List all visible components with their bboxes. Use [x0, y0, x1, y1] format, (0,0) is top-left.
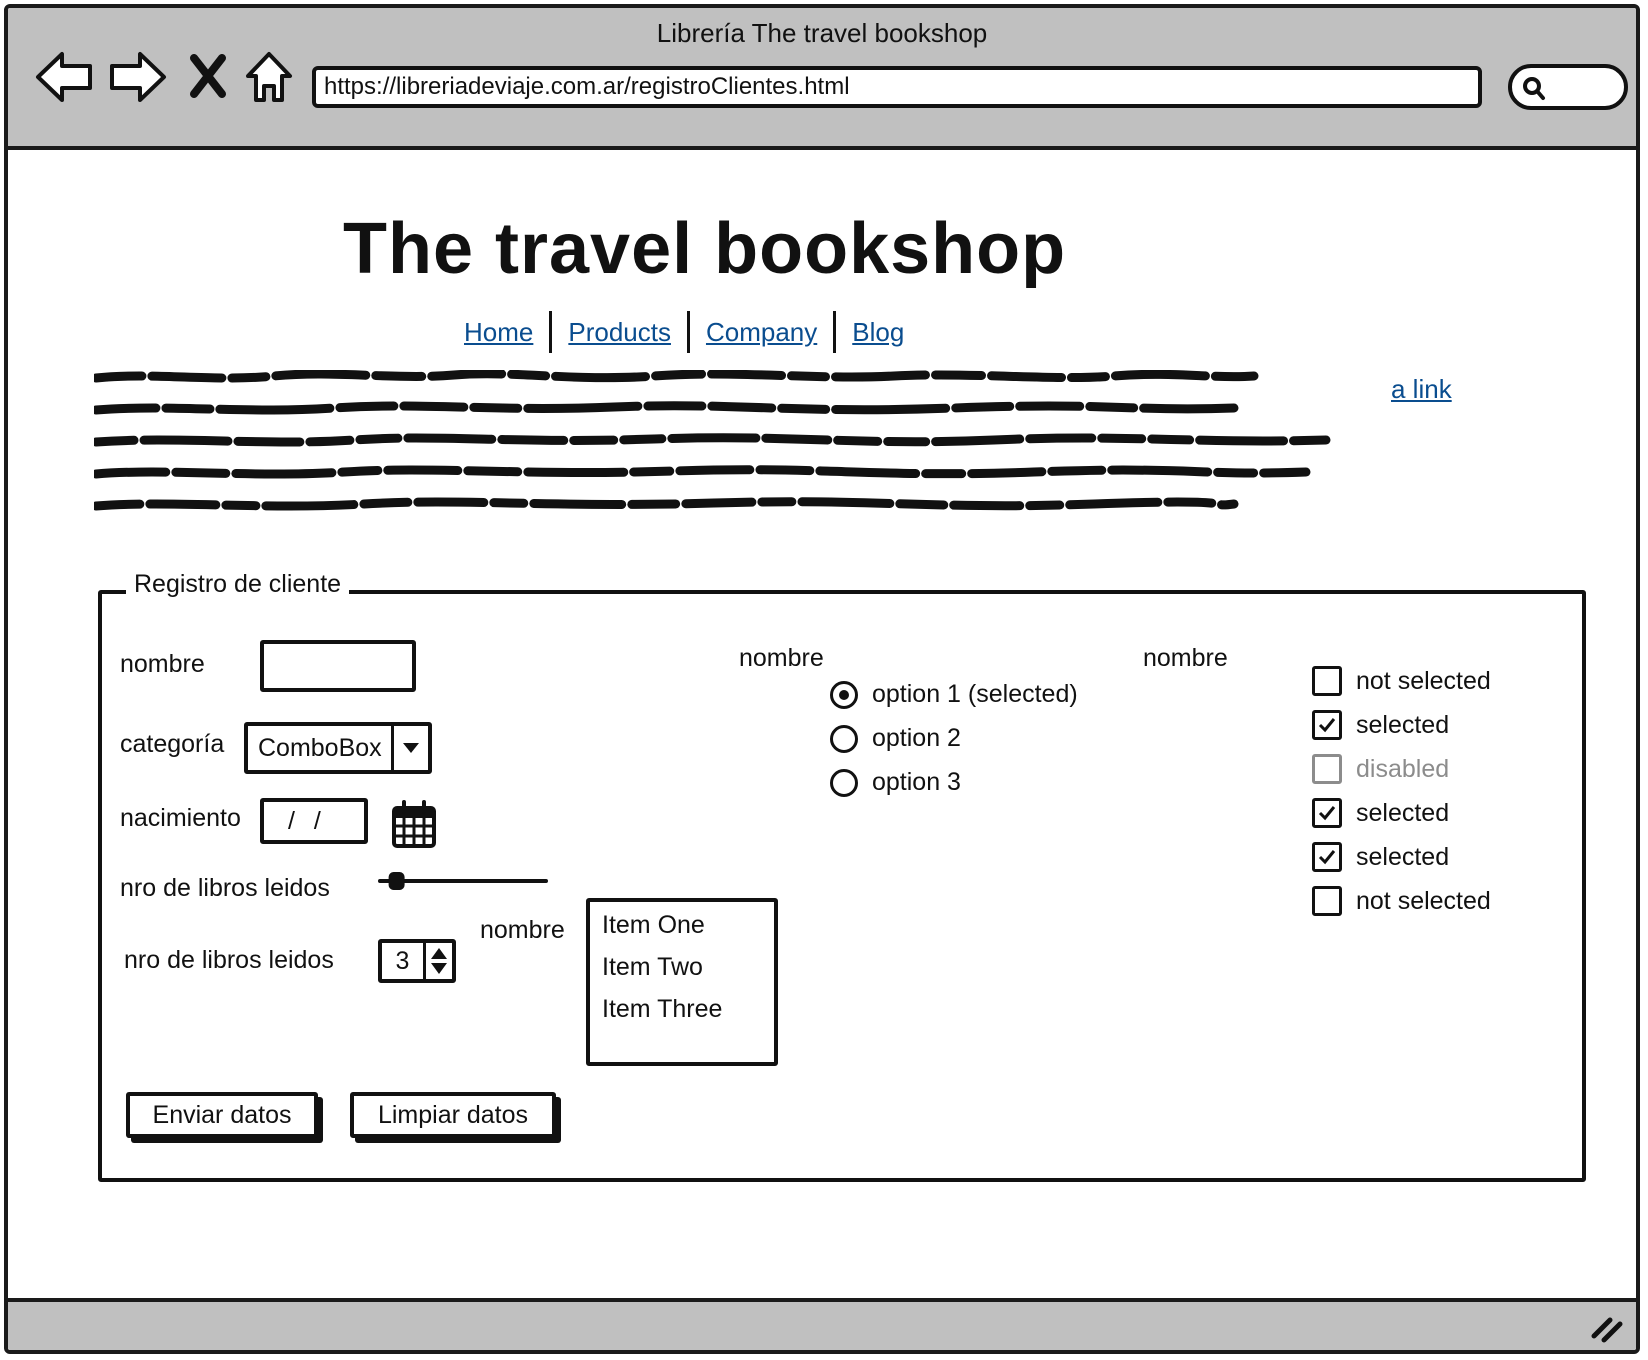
chevron-down-icon — [403, 743, 419, 753]
home-icon[interactable] — [244, 48, 294, 108]
radio-option-2[interactable]: option 2 — [830, 724, 961, 753]
close-icon[interactable] — [188, 54, 228, 98]
checkbox[interactable] — [1312, 842, 1342, 872]
list-item[interactable]: Item Two — [602, 953, 703, 981]
checkbox-label: selected — [1356, 842, 1450, 871]
nacimiento-label: nacimiento — [120, 804, 241, 832]
side-link[interactable]: a link — [1391, 374, 1452, 404]
checkmark-icon — [1318, 806, 1336, 821]
checkbox-label: selected — [1356, 710, 1450, 739]
radio-option-3[interactable]: option 3 — [830, 768, 961, 797]
combobox-toggle[interactable] — [391, 726, 428, 770]
stepper-buttons[interactable] — [423, 943, 452, 979]
list-label: nombre — [480, 916, 565, 944]
menu-separator — [686, 311, 690, 353]
list-item[interactable]: Item Three — [602, 995, 723, 1023]
submit-button[interactable]: Enviar datos — [126, 1092, 318, 1138]
nombre-input[interactable] — [260, 640, 416, 692]
libros-slider-label: nro de libros leidos — [120, 874, 330, 902]
checkbox-row[interactable]: selected — [1312, 842, 1449, 872]
checkbox-row[interactable]: not selected — [1312, 666, 1491, 696]
categoria-label: categoría — [120, 730, 225, 758]
menu-separator — [549, 311, 553, 353]
radio-button[interactable] — [830, 724, 858, 753]
checkbox-label: disabled — [1356, 754, 1450, 783]
libros-stepper[interactable]: 3 — [378, 939, 456, 983]
status-bar — [8, 1298, 1636, 1350]
forward-arrow-icon[interactable] — [106, 48, 168, 106]
libros-stepper-label: nro de libros leidos — [124, 946, 334, 974]
nacimiento-date-input[interactable]: / / — [260, 798, 368, 844]
page-title: The travel bookshop — [343, 209, 1067, 289]
checkbox[interactable] — [1312, 798, 1342, 828]
slider-thumb[interactable] — [388, 872, 405, 890]
resize-grip-icon[interactable] — [1590, 1314, 1624, 1344]
radio-selected-dot — [839, 689, 849, 700]
menu-separator — [833, 311, 837, 353]
window-title: Librería The travel bookshop — [656, 18, 988, 48]
fieldset-legend: Registro de cliente — [126, 570, 350, 599]
checkbox-label: not selected — [1356, 666, 1491, 695]
nombre-label: nombre — [120, 650, 205, 678]
calendar-icon[interactable] — [392, 800, 436, 848]
list-item[interactable]: Item One — [602, 911, 705, 939]
checkbox-group-label: nombre — [1143, 644, 1228, 672]
checkbox-disabled — [1312, 754, 1342, 784]
menu-link-products[interactable]: Products — [568, 316, 671, 347]
radio-button[interactable] — [830, 768, 858, 797]
radio-button[interactable] — [830, 680, 858, 709]
categoria-combobox[interactable]: ComboBox — [244, 722, 432, 774]
radio-option-label: option 2 — [872, 724, 961, 752]
browser-chrome: Librería The travel bookshop https://lib… — [8, 8, 1636, 150]
radio-option-label: option 3 — [872, 768, 961, 796]
combobox-value: ComboBox — [258, 733, 382, 762]
browser-search-field[interactable] — [1508, 64, 1628, 110]
checkbox-row[interactable]: selected — [1312, 798, 1449, 828]
items-listbox[interactable]: Item One Item Two Item Three — [586, 898, 778, 1066]
stepper-value: 3 — [395, 946, 410, 975]
menu-link-blog[interactable]: Blog — [852, 316, 905, 347]
checkbox-label: selected — [1356, 798, 1450, 827]
checkbox[interactable] — [1312, 666, 1342, 696]
placeholder-text-block — [94, 370, 1331, 511]
url-bar[interactable]: https://libreriadeviaje.com.ar/registroC… — [312, 66, 1482, 108]
checkbox-row[interactable]: not selected — [1312, 886, 1491, 916]
main-menu: Home Products Company Blog — [448, 308, 920, 356]
radio-option-label: option 1 (selected) — [872, 680, 1078, 708]
back-arrow-icon[interactable] — [34, 48, 96, 106]
checkmark-icon — [1318, 850, 1336, 865]
clear-button[interactable]: Limpiar datos — [350, 1092, 556, 1138]
up-down-arrows-icon — [431, 948, 447, 974]
checkbox-row[interactable]: selected — [1312, 710, 1449, 740]
checkmark-icon — [1318, 718, 1336, 733]
checkbox[interactable] — [1312, 710, 1342, 740]
menu-link-company[interactable]: Company — [705, 316, 818, 347]
checkbox-label: not selected — [1356, 886, 1491, 915]
menu-link-home[interactable]: Home — [464, 316, 534, 347]
checkbox-row-disabled: disabled — [1312, 754, 1449, 784]
radio-group-label: nombre — [739, 644, 824, 672]
registration-fieldset: Registro de cliente nombre categoría Com… — [98, 570, 1586, 1182]
radio-option-1[interactable]: option 1 (selected) — [830, 680, 1078, 709]
libros-slider[interactable] — [378, 868, 548, 894]
browser-window: Librería The travel bookshop https://lib… — [4, 4, 1640, 1354]
search-icon — [1523, 77, 1545, 100]
checkbox[interactable] — [1312, 886, 1342, 916]
